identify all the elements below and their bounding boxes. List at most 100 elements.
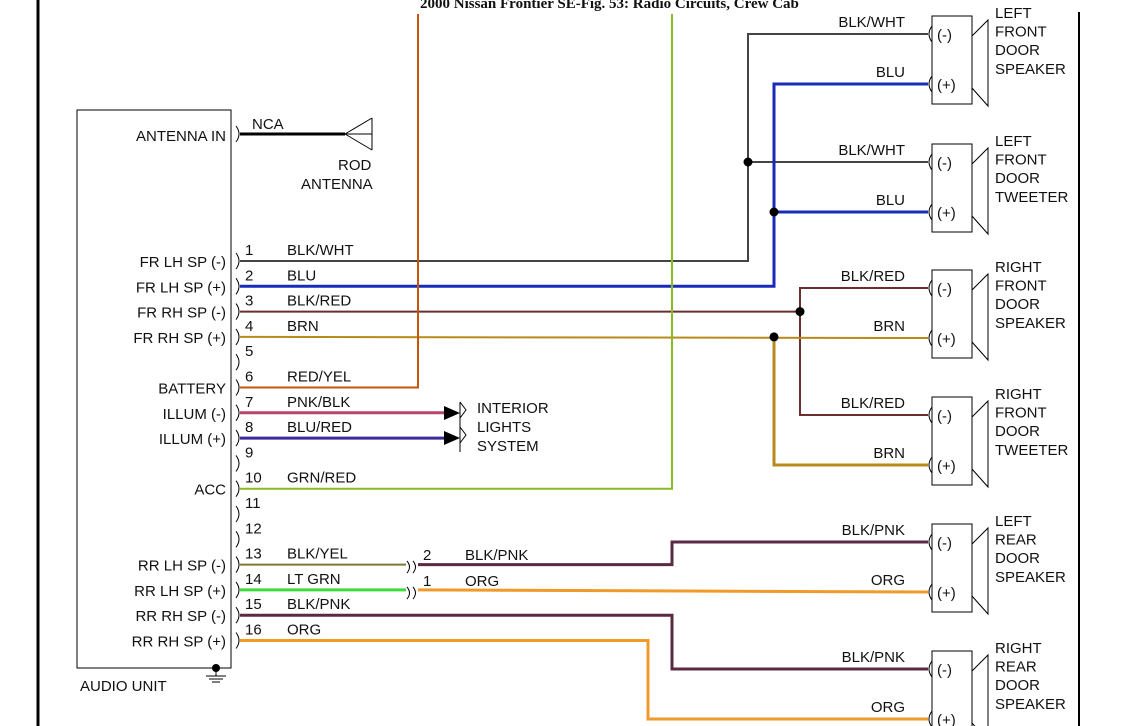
speaker-4-pos-terminal [928, 456, 933, 474]
speaker-5-name-line-4: SPEAKER [995, 569, 1066, 586]
antenna-in-label: ANTENNA IN [136, 128, 226, 145]
pin-label-13: RR LH SP (-) [138, 558, 226, 575]
speaker-1-pos-label: (+) [937, 77, 956, 94]
speaker-6-pos-label: (+) [937, 712, 956, 726]
speaker-5-neg-wire-name: BLK/PNK [842, 522, 905, 539]
wire-red-yel [240, 14, 419, 389]
interior-lights-label-1: INTERIOR [477, 400, 549, 417]
wire-blk-red-branch [799, 287, 928, 416]
speaker-2-pos-label: (+) [937, 205, 956, 222]
rear-speaker-connector [406, 560, 416, 600]
speaker-6-neg-wire-name: BLK/PNK [842, 649, 905, 666]
speaker-4-name-line-4: TWEETER [995, 442, 1068, 459]
speaker-1-name-line-4: SPEAKER [995, 61, 1066, 78]
speaker-1-neg-terminal [928, 25, 933, 43]
pin-wire-name-13: BLK/YEL [287, 546, 348, 563]
pin-terminal-14 [235, 581, 240, 599]
speaker-2-neg-label: (-) [937, 155, 952, 172]
rear-connector-pin-2: 2 [423, 547, 431, 564]
rod-antenna-label-2: ANTENNA [301, 176, 373, 193]
pin-wire-name-14: LT GRN [287, 571, 341, 588]
speaker-5-neg-terminal [928, 533, 933, 551]
pin-label-1: FR LH SP (-) [140, 254, 226, 271]
speakers: (-)(+)BLK/WHTBLULEFTFRONTDOORSPEAKER(-)(… [838, 5, 1068, 726]
rear-connector-wire-org: ORG [465, 573, 499, 590]
speaker-cone-icon-2 [971, 146, 989, 236]
speaker-4-neg-terminal [928, 406, 933, 424]
wiring [239, 14, 929, 721]
speaker-6-name-line-3: DOOR [995, 677, 1040, 694]
speaker-5-neg-label: (-) [937, 535, 952, 552]
pin-number-15: 15 [245, 596, 262, 613]
speaker-box-4 [931, 396, 973, 486]
pin-terminal-3 [235, 303, 240, 320]
speaker-2-neg-wire-name: BLK/WHT [838, 142, 905, 159]
ground-icon [206, 664, 226, 683]
speaker-2-name-line-2: FRONT [995, 152, 1047, 169]
speaker-6-pos-wire-name: ORG [871, 699, 905, 716]
pin-label-6: BATTERY [158, 381, 226, 398]
speaker-2-pos-terminal [928, 203, 933, 221]
pin-number-6: 6 [245, 369, 253, 386]
speaker-5-name-line-3: DOOR [995, 550, 1040, 567]
pin-wire-name-1: BLK/WHT [287, 242, 354, 259]
speaker-cone-icon-1 [971, 18, 989, 108]
pin-label-7: ILLUM (-) [163, 406, 226, 423]
speaker-3-neg-label: (-) [937, 281, 952, 298]
splice-brn [769, 332, 779, 342]
pin-terminal-6 [235, 379, 240, 396]
pin-terminal-16 [235, 632, 240, 649]
wire-blk-pnk-lr [418, 540, 928, 567]
interior-lights-label-3: SYSTEM [477, 438, 539, 455]
speaker-3-name-line-4: SPEAKER [995, 315, 1066, 332]
antenna-terminal [235, 125, 240, 143]
speaker-3-name-line-2: FRONT [995, 278, 1047, 295]
pin-number-3: 3 [245, 293, 253, 310]
pin-number-4: 4 [245, 318, 253, 335]
pin-label-10: ACC [194, 482, 226, 499]
rod-antenna-icon [344, 117, 373, 151]
speaker-1-name-line-1: LEFT [995, 5, 1032, 22]
pin-terminal-8 [235, 429, 240, 447]
pin-number-10: 10 [245, 470, 262, 487]
speaker-1-name-line-2: FRONT [995, 24, 1047, 41]
pin-number-2: 2 [245, 267, 253, 284]
splice-blu [769, 207, 779, 217]
pin-wire-name-7: PNK/BLK [287, 394, 350, 411]
pin-label-2: FR LH SP (+) [136, 279, 226, 296]
audio-unit-label: AUDIO UNIT [80, 678, 167, 695]
pin-number-13: 13 [245, 546, 262, 563]
pin-label-15: RR RH SP (-) [135, 608, 226, 625]
pin-number-16: 16 [245, 622, 262, 639]
pin-wire-name-6: RED/YEL [287, 369, 351, 386]
pin-terminal-15 [235, 606, 240, 624]
pin-wire-name-10: GRN/RED [287, 470, 356, 487]
pin-wire-name-8: BLU/RED [287, 419, 352, 436]
rod-antenna-label-1: ROD [338, 157, 372, 174]
pin-wire-name-2: BLU [287, 267, 316, 284]
speaker-2-name-line-3: DOOR [995, 170, 1040, 187]
speaker-5-pos-terminal [928, 583, 933, 601]
speaker-6-name-line-4: SPEAKER [995, 696, 1066, 713]
interior-lights-connector [444, 401, 467, 452]
pin-wire-name-16: ORG [287, 622, 321, 639]
pin-number-8: 8 [245, 419, 253, 436]
speaker-3-name-line-1: RIGHT [995, 259, 1042, 276]
speaker-4-neg-label: (-) [937, 408, 952, 425]
speaker-1-pos-terminal [928, 75, 933, 93]
speaker-1-neg-wire-name: BLK/WHT [838, 14, 905, 31]
wire-brn-tweeter [772, 336, 928, 467]
pin-label-8: ILLUM (+) [159, 431, 226, 448]
speaker-2-neg-terminal [928, 153, 933, 171]
interior-lights-brace [459, 401, 467, 452]
speaker-box-6 [931, 650, 973, 726]
speaker-3-pos-wire-name: BRN [873, 318, 905, 335]
illum-pos-arrow-icon [444, 431, 460, 445]
speaker-4-neg-wire-name: BLK/RED [841, 395, 905, 412]
pin-wire-name-4: BRN [287, 318, 319, 335]
speaker-cone-icon-6 [971, 653, 989, 726]
pin-wire-name-15: BLK/PNK [287, 596, 350, 613]
